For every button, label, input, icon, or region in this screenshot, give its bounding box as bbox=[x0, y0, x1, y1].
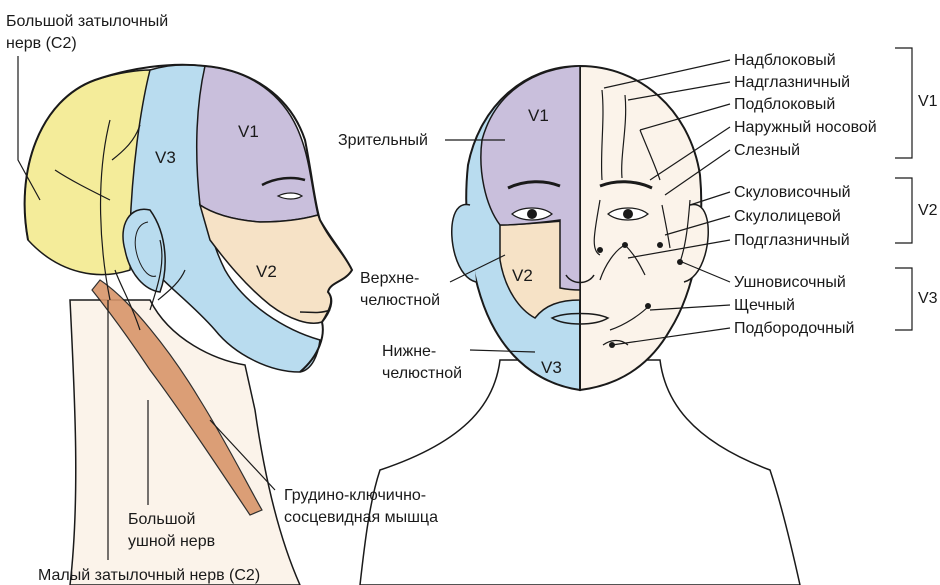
lateral-v2-label: V2 bbox=[256, 262, 277, 282]
lateral-v1-region bbox=[197, 66, 318, 222]
supraorbital-label: Надглазничный bbox=[734, 73, 850, 92]
greater-occipital-label-2: нерв (C2) bbox=[6, 34, 77, 53]
mandibular-label-1: Нижне- bbox=[382, 342, 436, 361]
zygomaticotemporal-label: Скуловисочный bbox=[734, 183, 851, 202]
infratrochlear-label: Подблоковый bbox=[734, 95, 835, 114]
group-v1-label: V1 bbox=[918, 93, 938, 111]
group-v3-label: V3 bbox=[918, 290, 938, 308]
group-v2-label: V2 bbox=[918, 202, 938, 220]
lesser-occipital-label: Малый затылочный нерв (C2) bbox=[38, 566, 260, 585]
scm-label-2: сосцевидная мышца bbox=[284, 508, 438, 527]
lateral-eye bbox=[278, 193, 302, 199]
frontal-v2-label: V2 bbox=[512, 266, 533, 286]
great-auricular-label-1: Большой bbox=[128, 510, 195, 529]
frontal-v3-label: V3 bbox=[541, 358, 562, 378]
frontal-left-pupil bbox=[527, 209, 537, 219]
frontal-neck bbox=[360, 360, 800, 585]
scm-label-1: Грудино-ключично- bbox=[284, 486, 426, 505]
auriculotemporal-label: Ушновисочный bbox=[734, 273, 846, 292]
buccal-label: Щечный bbox=[734, 296, 795, 315]
great-auricular-label-2: ушной нерв bbox=[128, 532, 215, 551]
lacrimal-label: Слезный bbox=[734, 141, 800, 160]
lateral-v1-label: V1 bbox=[238, 122, 259, 142]
greater-occipital-label-1: Большой затылочный bbox=[6, 12, 168, 31]
mental-label: Подбородочный bbox=[734, 319, 854, 338]
maxillary-label-2: челюстной bbox=[360, 291, 440, 310]
maxillary-label-1: Верхне- bbox=[360, 269, 419, 288]
frontal-right-pupil bbox=[623, 209, 633, 219]
infraorbital-label: Подглазничный bbox=[734, 231, 850, 250]
mandibular-label-2: челюстной bbox=[382, 364, 462, 383]
lateral-v3-label: V3 bbox=[155, 148, 176, 168]
lateral-head bbox=[25, 65, 352, 585]
zygomaticofacial-label: Скулолицевой bbox=[734, 207, 841, 226]
frontal-v1-label: V1 bbox=[528, 106, 549, 126]
ophthalmic-label: Зрительный bbox=[338, 131, 428, 150]
external-nasal-label: Наружный носовой bbox=[734, 118, 877, 137]
supratrochlear-label: Надблоковый bbox=[734, 51, 836, 70]
